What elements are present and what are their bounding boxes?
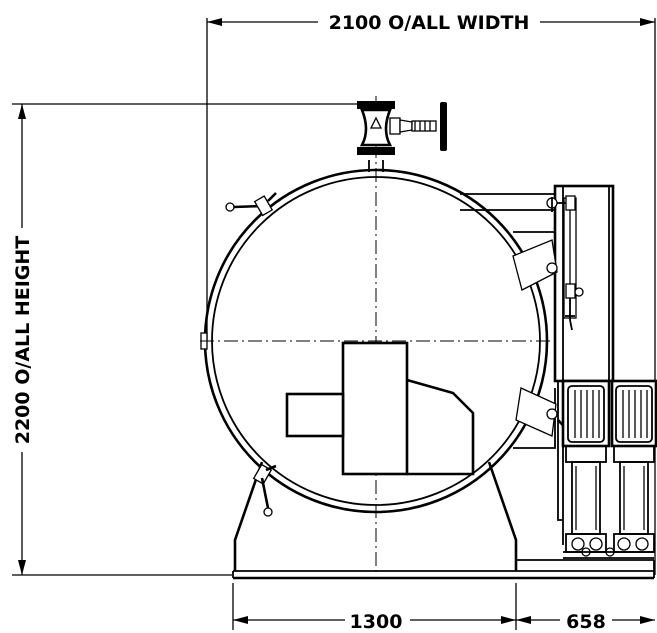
pump-skid-width-dimension: 658 [516,611,655,633]
base-saddle [232,461,655,580]
overall-width-label: 2100 O/ALL WIDTH [329,12,530,34]
top-valve [357,101,447,172]
overall-width-dimension: 2100 O/ALL WIDTH [206,12,656,575]
pump-2 [605,379,657,557]
pump-1 [561,379,611,557]
base-width-dimension: 1300 [232,583,517,633]
pump-skid-width-label: 658 [566,611,606,633]
pump-header-pipe [563,551,654,559]
sight-glass [546,195,584,331]
centre-lines [200,96,555,572]
base-width-label: 1300 [350,611,403,633]
overall-height-dimension: 2200 O/ALL HEIGHT [12,103,370,576]
overall-height-label: 2200 O/ALL HEIGHT [12,236,34,445]
burner [285,341,475,476]
